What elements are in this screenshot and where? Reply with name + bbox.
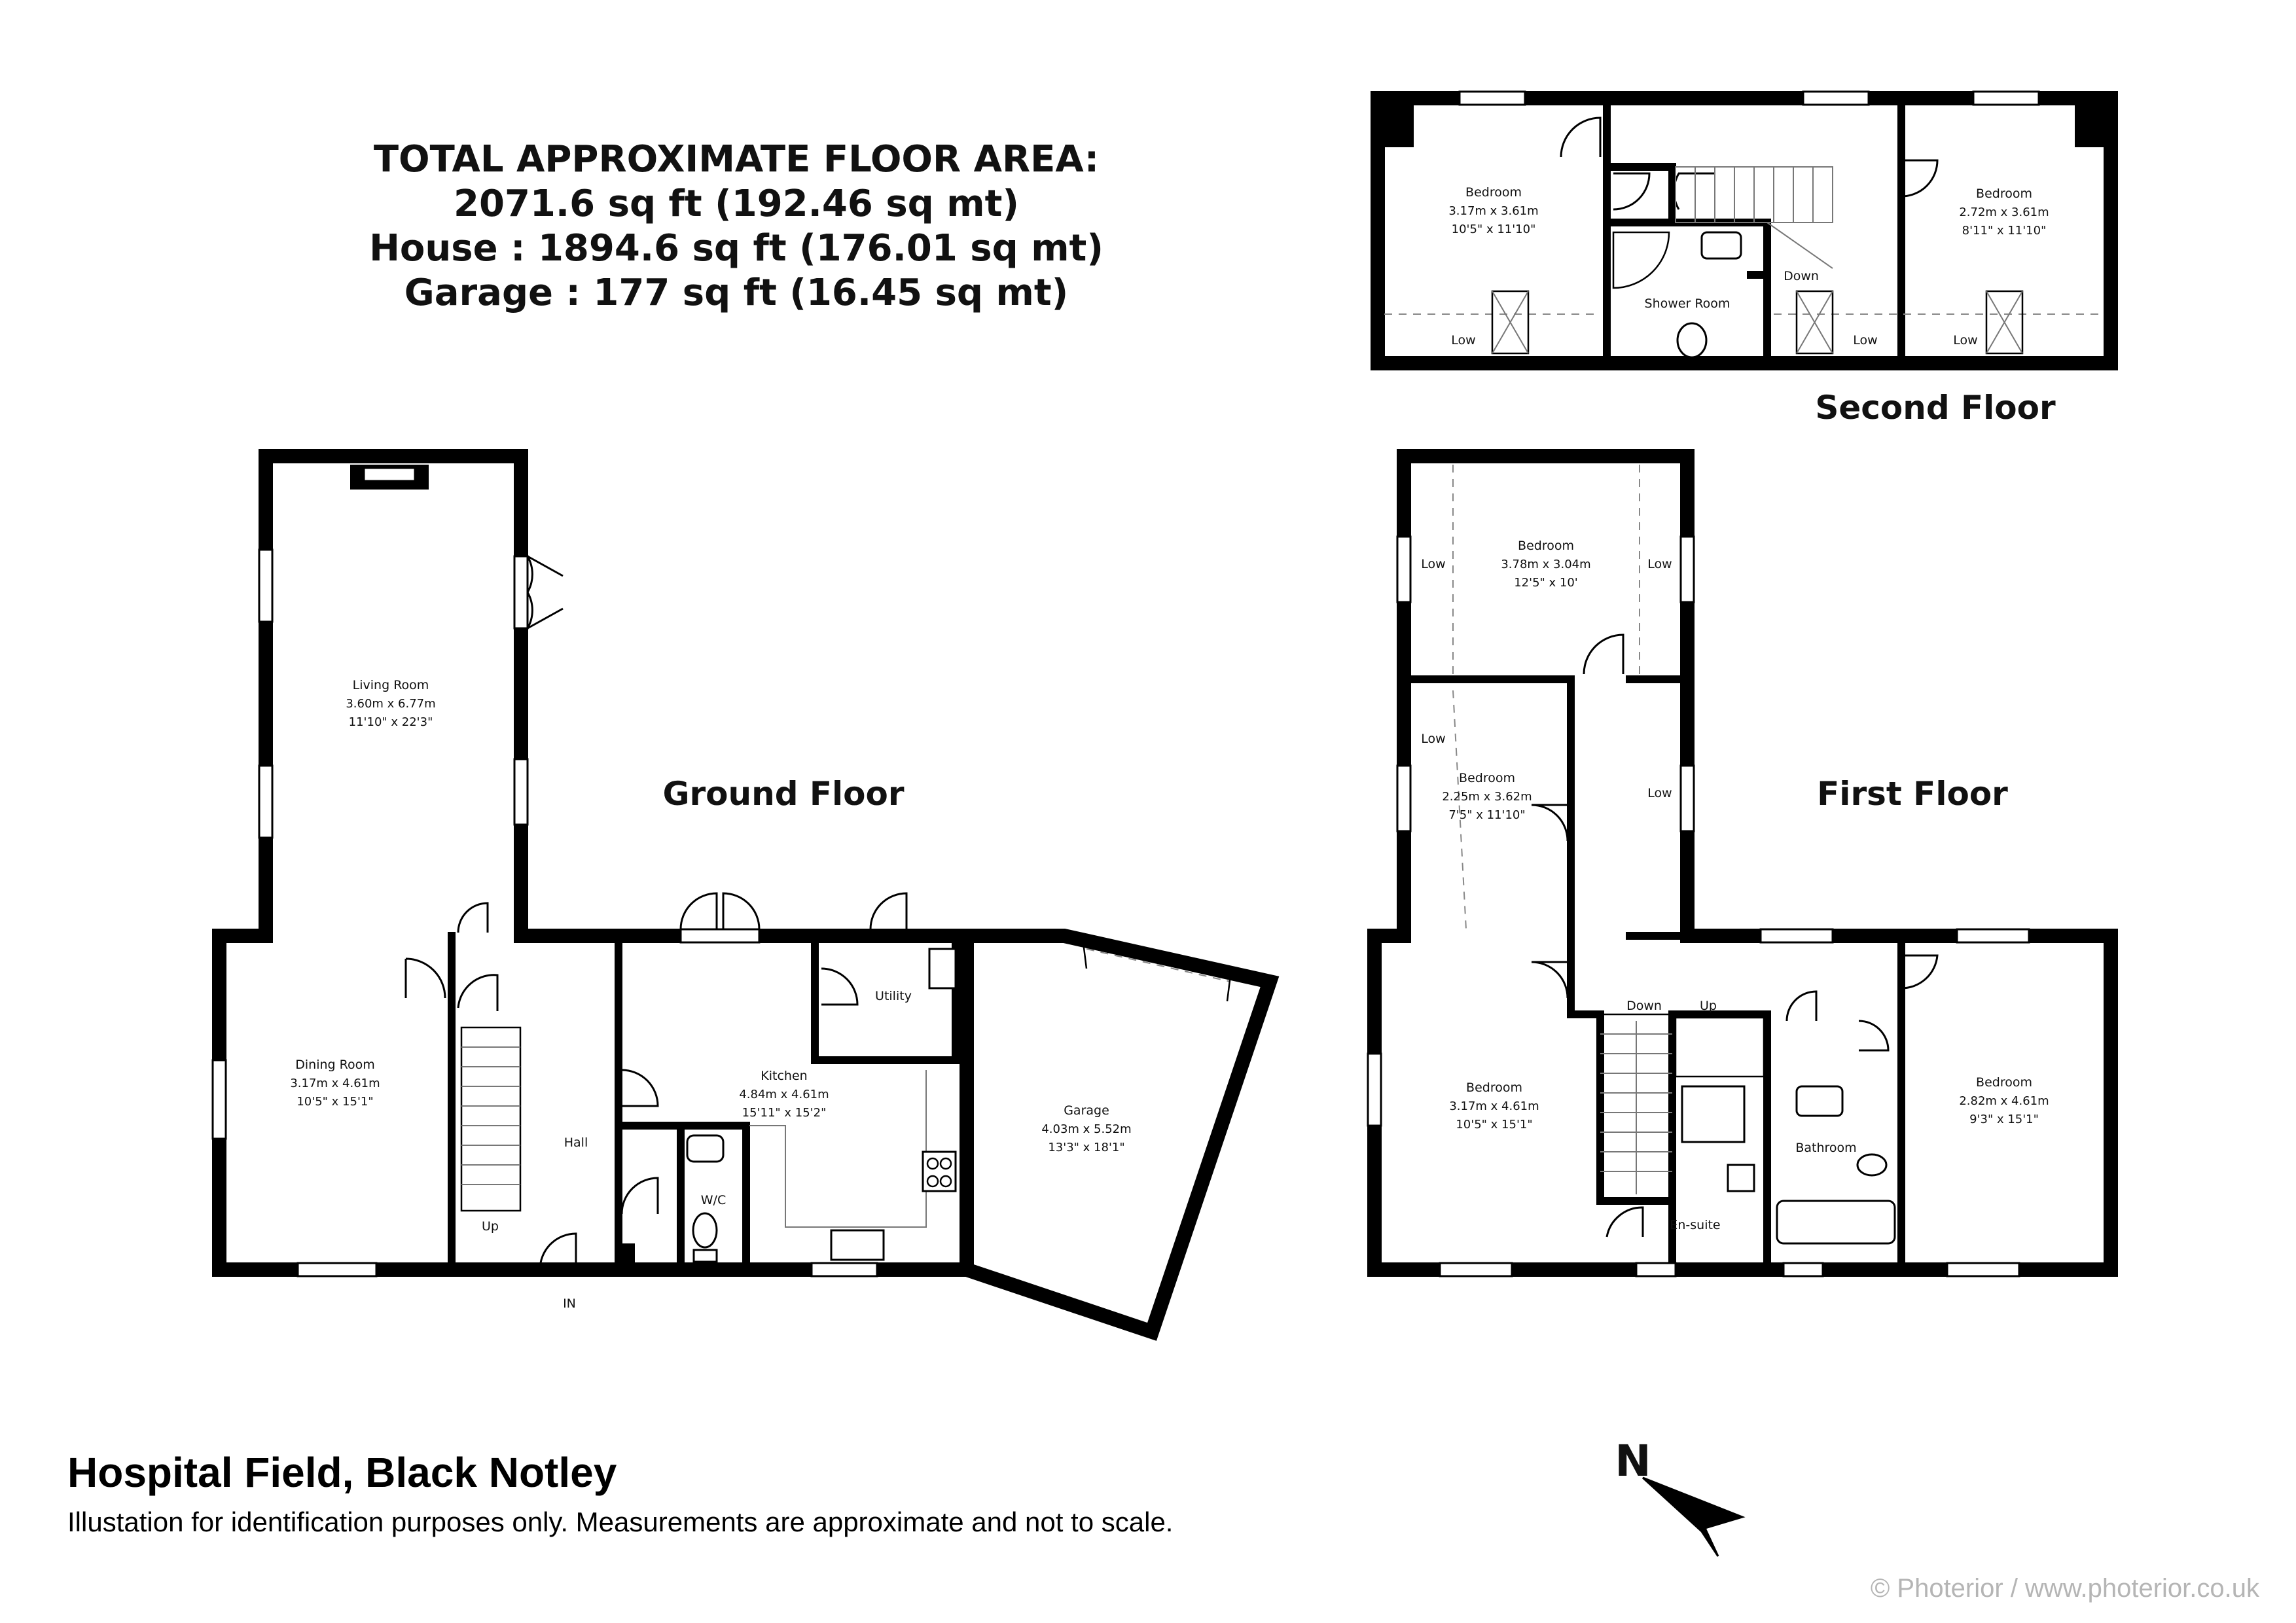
svg-text:10'5" x 11'10": 10'5" x 11'10" <box>1452 223 1536 236</box>
area-heading: TOTAL APPROXIMATE FLOOR AREA: <box>374 138 1099 181</box>
stairs-up-label: Up <box>482 1219 499 1234</box>
low-label: Low <box>1451 333 1475 348</box>
svg-text:3.17m x 3.61m: 3.17m x 3.61m <box>1448 204 1538 218</box>
ground-floor-title: Ground Floor <box>662 775 904 813</box>
svg-text:2.72m x 3.61m: 2.72m x 3.61m <box>1959 205 2049 219</box>
first-floor-title: First Floor <box>1817 775 2008 813</box>
svg-text:12'5" x 10': 12'5" x 10' <box>1514 576 1578 590</box>
photographer-credit: © Photerior / www.photerior.co.uk <box>1871 1574 2260 1603</box>
utility-label: Utility <box>875 989 912 1003</box>
svg-text:Kitchen: Kitchen <box>761 1069 807 1083</box>
svg-text:Living Room: Living Room <box>353 678 429 692</box>
svg-text:Bedroom: Bedroom <box>1518 539 1574 553</box>
svg-text:10'5" x 15'1": 10'5" x 15'1" <box>1456 1118 1532 1132</box>
svg-text:Garage: Garage <box>1064 1103 1109 1118</box>
svg-text:3.17m x 4.61m: 3.17m x 4.61m <box>290 1077 380 1090</box>
low-label: Low <box>1647 786 1672 800</box>
svg-text:Bedroom: Bedroom <box>1466 1080 1522 1095</box>
second-bedroom-right-label: Bedroom 2.72m x 3.61m 8'11" x 11'10" <box>1959 187 2049 238</box>
svg-text:9'3" x 15'1": 9'3" x 15'1" <box>1969 1113 2039 1126</box>
area-summary: TOTAL APPROXIMATE FLOOR AREA: 2071.6 sq … <box>369 138 1103 314</box>
svg-text:8'11" x 11'10": 8'11" x 11'10" <box>1962 224 2047 238</box>
area-total: 2071.6 sq ft (192.46 sq mt) <box>454 183 1019 225</box>
area-house: House : 1894.6 sq ft (176.01 sq mt) <box>369 227 1103 270</box>
svg-text:2.82m x 4.61m: 2.82m x 4.61m <box>1959 1094 2049 1108</box>
wc-label: W/C <box>701 1193 726 1207</box>
stairs-down-label-second: Down <box>1784 269 1819 283</box>
svg-text:4.84m x 4.61m: 4.84m x 4.61m <box>739 1088 829 1101</box>
low-label: Low <box>1647 557 1672 571</box>
stairs-down-label: Down <box>1626 999 1662 1013</box>
stairs-up-label-first: Up <box>1700 999 1717 1013</box>
first-bedroom-small-label: Bedroom 2.25m x 3.62m 7'5" x 11'10" <box>1442 771 1532 822</box>
disclaimer-text: Illustation for identification purposes … <box>67 1507 1173 1537</box>
svg-text:Bedroom: Bedroom <box>1976 1075 2032 1090</box>
low-label: Low <box>1421 732 1445 746</box>
svg-text:3.17m x 4.61m: 3.17m x 4.61m <box>1449 1099 1539 1113</box>
first-stair-treads <box>1600 1021 1672 1194</box>
svg-text:15'11" x 15'2": 15'11" x 15'2" <box>742 1106 827 1120</box>
living-room-label: Living Room 3.60m x 6.77m 11'10" x 22'3" <box>346 678 435 729</box>
svg-text:4.03m x 5.52m: 4.03m x 5.52m <box>1041 1122 1131 1136</box>
north-arrow-icon: N <box>1615 1436 1746 1557</box>
first-bedroom-right-label: Bedroom 2.82m x 4.61m 9'3" x 15'1" <box>1959 1075 2049 1126</box>
ensuite-label: En-suite <box>1670 1218 1720 1232</box>
svg-text:3.78m x 3.04m: 3.78m x 3.04m <box>1501 558 1590 571</box>
svg-text:2.25m x 3.62m: 2.25m x 3.62m <box>1442 790 1532 804</box>
kitchen-label: Kitchen 4.84m x 4.61m 15'11" x 15'2" <box>739 1069 829 1120</box>
svg-text:Bedroom: Bedroom <box>1976 187 2032 201</box>
low-label: Low <box>1953 333 1977 348</box>
svg-text:Bedroom: Bedroom <box>1459 771 1515 785</box>
svg-text:Bedroom: Bedroom <box>1465 185 1522 200</box>
svg-text:7'5" x 11'10": 7'5" x 11'10" <box>1448 808 1525 822</box>
second-bedroom-left-label: Bedroom 3.17m x 3.61m 10'5" x 11'10" <box>1448 185 1538 236</box>
entrance-label: IN <box>563 1296 576 1311</box>
shower-room-label: Shower Room <box>1645 296 1731 311</box>
low-label: Low <box>1421 557 1445 571</box>
garage-label: Garage 4.03m x 5.52m 13'3" x 18'1" <box>1041 1103 1131 1154</box>
hall-label: Hall <box>564 1135 588 1150</box>
second-floor-title: Second Floor <box>1815 389 2056 427</box>
svg-text:Dining Room: Dining Room <box>295 1058 374 1072</box>
svg-text:10'5" x 15'1": 10'5" x 15'1" <box>296 1095 373 1109</box>
svg-text:13'3" x 18'1": 13'3" x 18'1" <box>1048 1141 1124 1154</box>
property-title: Hospital Field, Black Notley <box>67 1449 617 1496</box>
svg-text:3.60m x 6.77m: 3.60m x 6.77m <box>346 697 435 711</box>
ground-floor-plan: Living Room 3.60m x 6.77m 11'10" x 22'3"… <box>211 449 1280 1341</box>
first-floor-plan: Bedroom 3.78m x 3.04m 12'5" x 10' Bedroo… <box>1367 449 2118 1277</box>
bathroom-label: Bathroom <box>1795 1141 1856 1155</box>
second-stair-treads <box>1675 166 1833 269</box>
stair-treads <box>461 1046 520 1185</box>
first-bedroom-left-label: Bedroom 3.17m x 4.61m 10'5" x 15'1" <box>1449 1080 1539 1132</box>
area-garage: Garage : 177 sq ft (16.45 sq mt) <box>404 272 1068 314</box>
low-label: Low <box>1853 333 1877 348</box>
svg-text:11'10" x 22'3": 11'10" x 22'3" <box>349 715 433 729</box>
dining-room-label: Dining Room 3.17m x 4.61m 10'5" x 15'1" <box>290 1058 380 1109</box>
second-floor-plan: Bedroom 3.17m x 3.61m 10'5" x 11'10" Bed… <box>1371 90 2118 427</box>
first-bedroom-top-label: Bedroom 3.78m x 3.04m 12'5" x 10' <box>1501 539 1590 590</box>
